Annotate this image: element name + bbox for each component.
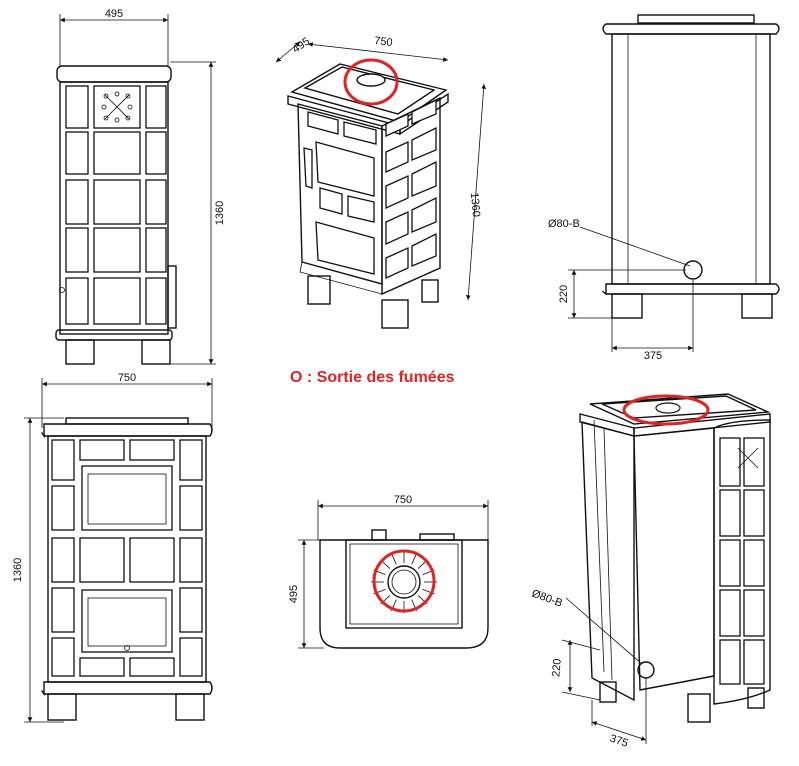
ornament-dot — [101, 104, 107, 110]
front-side-tile — [179, 439, 203, 481]
side-tile — [145, 85, 167, 129]
top-depth-label: 495 — [288, 585, 300, 603]
iso-right-tile — [411, 232, 437, 267]
side-tile — [93, 131, 141, 175]
ornament-line — [104, 94, 130, 120]
front-view: 750 1360 — [12, 372, 213, 723]
iso-height-label: 1360 — [468, 192, 482, 217]
iso-tile — [347, 195, 375, 223]
side-tile — [145, 131, 167, 175]
ornament-dot — [114, 91, 120, 97]
side-tile — [65, 131, 89, 175]
ornament-dot — [125, 115, 131, 121]
iso-right-tile — [411, 98, 437, 125]
rear-tile — [743, 489, 765, 537]
front-tile — [129, 657, 175, 677]
isometric-front-view: 495 750 1360 — [275, 35, 487, 329]
rear-tile — [743, 639, 765, 685]
front-side-tile — [179, 637, 203, 677]
iso-right-tile — [385, 246, 409, 280]
rear-flue-diameter-label: Ø80-B — [530, 588, 564, 610]
front-tile — [79, 439, 125, 461]
rear-tile — [743, 437, 765, 487]
side-width-label: 495 — [105, 8, 123, 20]
rear-flue-offset-label: 375 — [608, 733, 629, 750]
front-side-tile — [179, 485, 203, 531]
iso-door — [315, 141, 375, 197]
front-tile — [129, 537, 175, 583]
side-tile — [93, 227, 141, 273]
front-width-label: 750 — [118, 372, 136, 384]
ornament-dot — [103, 115, 109, 121]
iso-right-tile — [411, 126, 437, 161]
front-side-tile — [51, 587, 75, 633]
iso-right-tile — [385, 174, 409, 210]
front-height-label: 1360 — [12, 558, 24, 582]
iso-side-tile — [303, 147, 313, 189]
ornament-dot — [114, 117, 120, 123]
side-tile — [65, 179, 89, 225]
ornament-line — [737, 447, 759, 469]
ornament-dot — [127, 104, 133, 110]
side-tile — [65, 227, 89, 273]
front-side-tile — [51, 537, 75, 583]
back-view: Ø80-B 220 375 — [548, 14, 780, 362]
side-tile — [93, 277, 141, 325]
top-view: 750 495 — [288, 494, 489, 649]
iso-right-tile — [411, 160, 437, 197]
iso-tile — [343, 121, 377, 145]
rear-flue-height-label: 220 — [550, 658, 564, 677]
back-flue-height-label: 220 — [558, 285, 570, 303]
iso-door — [315, 221, 375, 275]
side-tile — [145, 227, 167, 273]
iso-right-tile — [385, 140, 409, 174]
side-tile — [65, 85, 89, 129]
iso-right-tile — [385, 112, 409, 138]
side-view: 495 1360 — [55, 8, 226, 365]
front-tile — [79, 537, 125, 583]
rear-tile — [719, 639, 741, 685]
rear-tile — [719, 437, 741, 487]
flue-outlet-highlight-rear — [622, 394, 710, 426]
front-side-tile — [179, 587, 203, 633]
iso-tile — [319, 187, 343, 215]
front-side-tile — [51, 637, 75, 677]
ornament-dot — [125, 93, 131, 99]
side-tile — [65, 277, 89, 325]
back-flue-diameter-label: Ø80-B — [548, 218, 580, 230]
ornament-dot — [103, 93, 109, 99]
rear-tile — [719, 589, 741, 637]
side-height-label: 1360 — [214, 201, 226, 225]
rear-tile — [743, 589, 765, 637]
side-tile — [145, 277, 167, 325]
iso-depth-label: 495 — [290, 35, 312, 55]
side-tile — [93, 179, 141, 225]
flue-outlet-legend: O : Sortie des fumées — [290, 369, 455, 386]
flue-outlet-highlight-top — [372, 549, 436, 613]
side-tile — [145, 179, 167, 225]
iso-right-tile — [411, 196, 437, 233]
isometric-rear-view: Ø80-B 220 375 — [530, 393, 771, 750]
front-side-tile — [51, 485, 75, 531]
rear-tile — [719, 489, 741, 537]
front-tile — [79, 657, 125, 677]
top-width-label: 750 — [394, 494, 412, 506]
iso-width-label: 750 — [374, 35, 394, 49]
iso-right-tile — [385, 210, 409, 246]
front-side-tile — [179, 537, 203, 583]
rear-tile — [719, 539, 741, 587]
flue-outlet-highlight-iso — [343, 58, 399, 106]
back-flue-offset-label: 375 — [644, 350, 662, 362]
iso-tile — [307, 111, 339, 135]
front-side-tile — [51, 439, 75, 481]
front-tile — [129, 439, 175, 461]
rear-tile — [743, 539, 765, 587]
